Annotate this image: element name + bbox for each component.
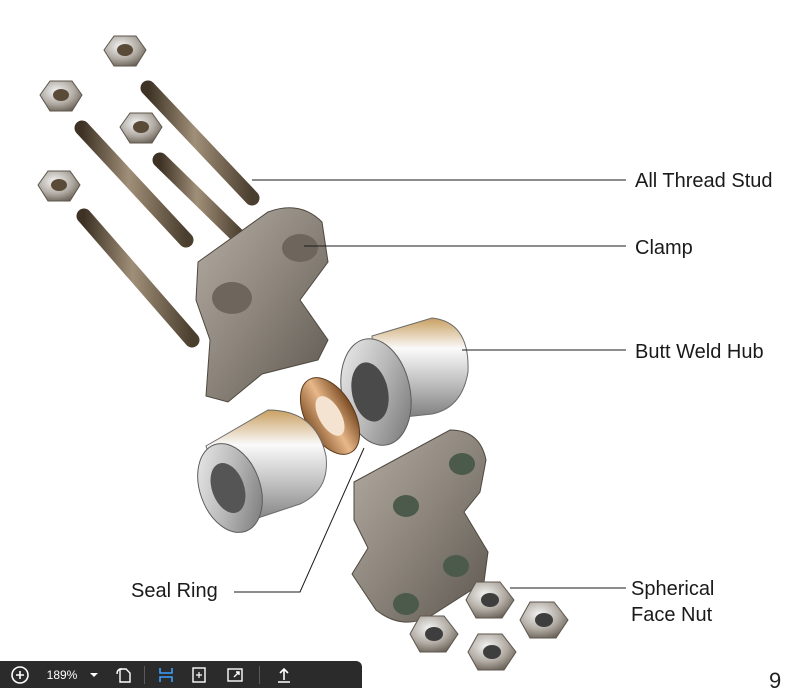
spherical-face-nuts [409, 581, 569, 671]
butt-weld-hub-upper [340, 317, 469, 446]
label-butt-weld-hub: Butt Weld Hub [635, 341, 764, 363]
rotate-page-icon [116, 667, 131, 683]
fit-page-icon [192, 666, 206, 683]
label-all-thread-stud: All Thread Stud [635, 170, 773, 192]
leader-lines [234, 179, 626, 593]
upper-clamp [195, 207, 329, 403]
zoom-in-button[interactable] [0, 661, 40, 688]
lower-clamp [351, 429, 489, 623]
fullscreen-button[interactable] [217, 661, 253, 688]
upload-button[interactable] [266, 661, 302, 688]
zoom-level-dropdown[interactable]: 189% [40, 661, 110, 688]
fit-width-icon [159, 667, 173, 682]
fit-page-button[interactable] [181, 661, 217, 688]
toolbar-separator [259, 665, 260, 684]
zoom-level-value: 189% [46, 667, 78, 682]
page-number: 9 [769, 668, 782, 693]
pdf-viewer-toolbar: 189% [0, 661, 362, 688]
butt-weld-hub-lower [197, 409, 327, 533]
toolbar-separator [144, 665, 145, 684]
fullscreen-icon [227, 667, 243, 682]
zoom-in-icon [11, 665, 29, 684]
leader-line-seal [234, 447, 365, 593]
upload-icon [278, 667, 290, 683]
label-spherical-face-nut-line1: Spherical [631, 578, 715, 600]
label-seal-ring: Seal Ring [131, 580, 218, 602]
stud-group [74, 80, 260, 348]
dropdown-icon [90, 672, 99, 677]
fit-width-button[interactable] [151, 661, 181, 688]
label-clamp: Clamp [635, 237, 693, 259]
rotate-page-button[interactable] [110, 661, 138, 688]
top-nuts [37, 35, 163, 202]
label-spherical-face-nut-line2: Face Nut [631, 604, 713, 626]
